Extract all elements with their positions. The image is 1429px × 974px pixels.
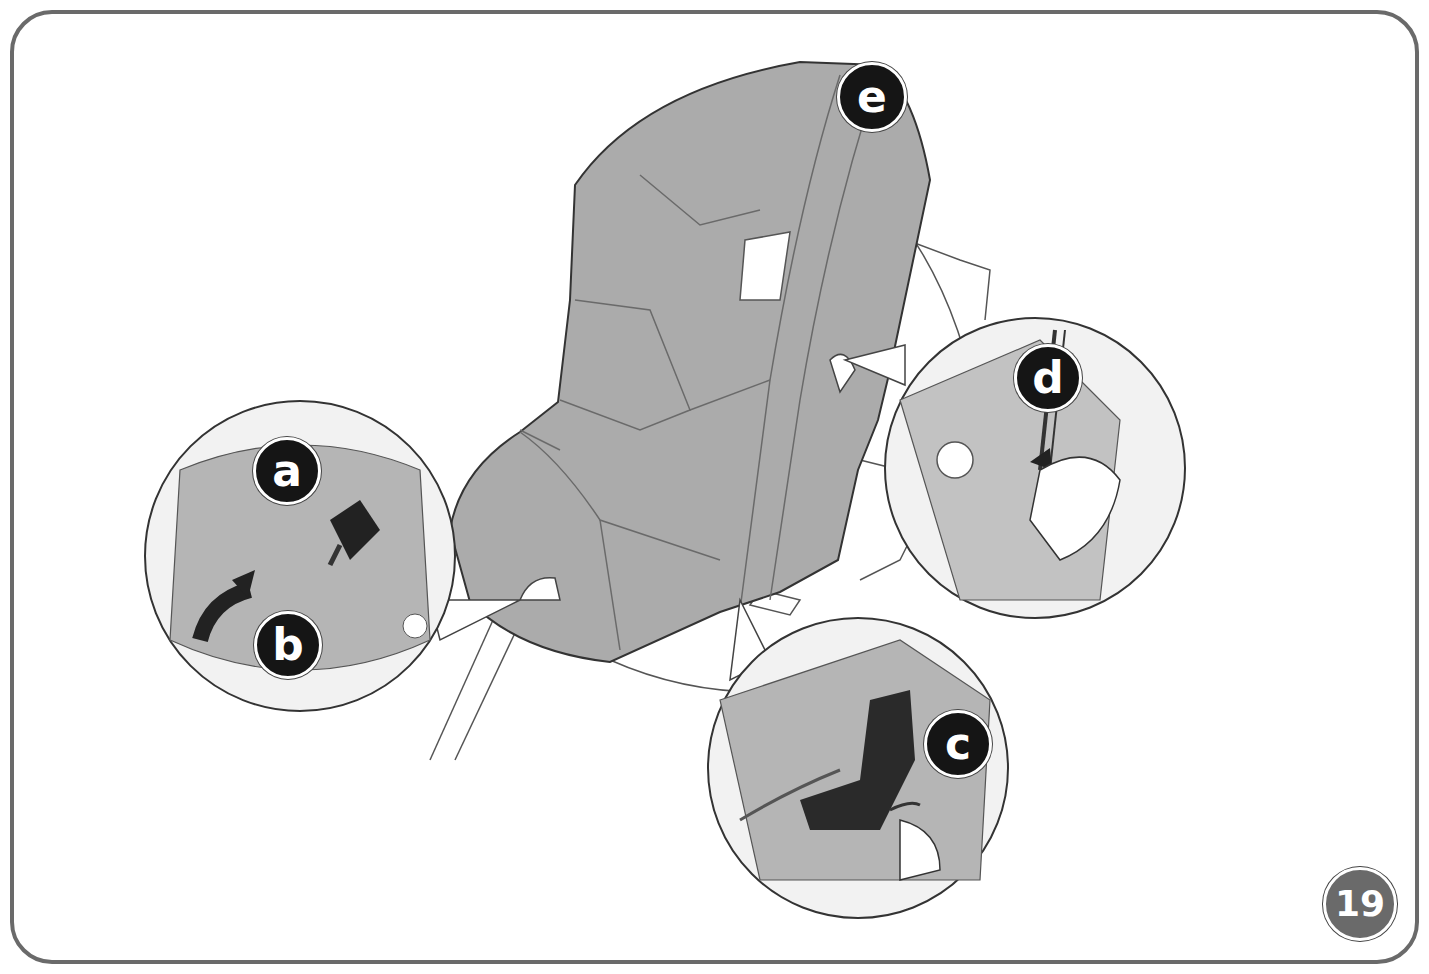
frame [12,12,1417,962]
belt-guide [520,578,560,600]
callout-text: a [272,449,302,493]
seat-panel-lines [520,70,880,650]
harness-slot [740,232,790,300]
callout-text: e [857,75,887,119]
page-number: 19 [1323,867,1397,941]
callout-text: b [272,623,304,667]
callout-text: 19 [1335,886,1385,922]
inset-pointer [845,345,905,385]
callout-letter: b [254,611,322,679]
callout-text: c [945,722,971,766]
callout-letter: d [1014,344,1082,412]
callout-letter: a [253,437,321,505]
detail-inset-ab [145,401,455,711]
detail-inset-d [885,318,1185,618]
callout-letter: e [837,62,907,132]
detail-inset-c [708,618,1008,918]
seat-shell [450,62,930,662]
callout-letter: c [924,710,992,778]
callout-text: d [1032,356,1064,400]
